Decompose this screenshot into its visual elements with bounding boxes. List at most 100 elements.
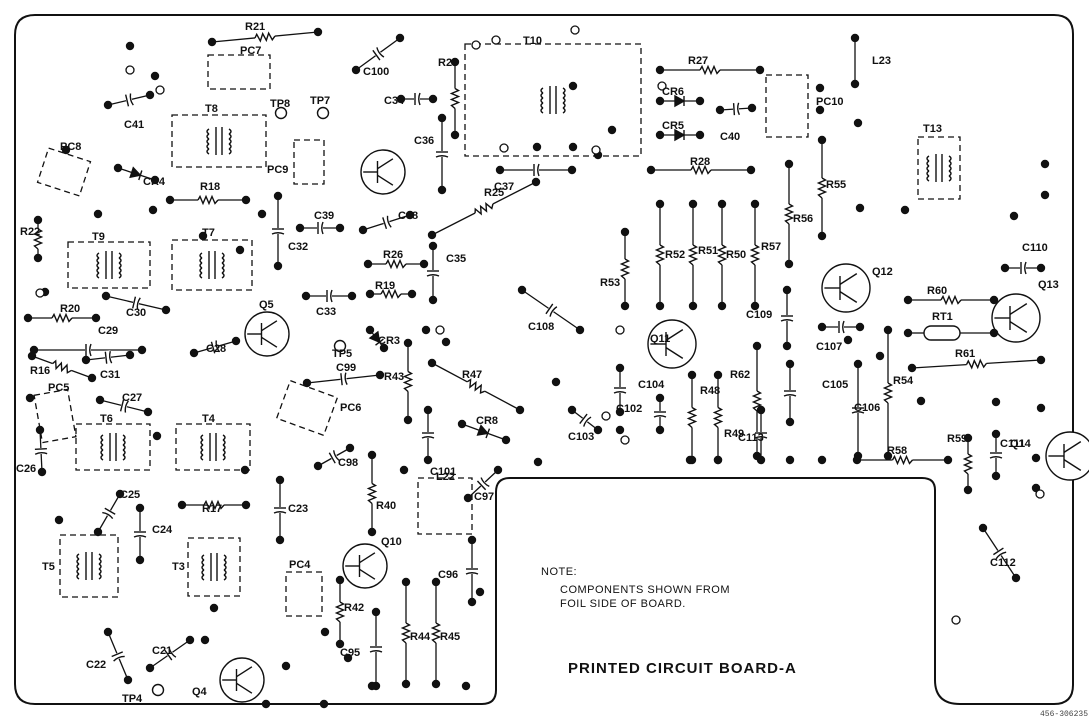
solder-pad bbox=[427, 358, 437, 368]
coil bbox=[98, 568, 102, 575]
solder-pad bbox=[427, 230, 437, 240]
label-r47: R47 bbox=[462, 369, 482, 381]
coil bbox=[118, 267, 122, 274]
coil bbox=[926, 155, 930, 162]
resistor-symbol bbox=[473, 201, 495, 216]
capacitor-symbol bbox=[381, 214, 392, 231]
solder-pad bbox=[655, 130, 665, 140]
pads-layer bbox=[23, 25, 1050, 709]
capacitor-symbol bbox=[119, 398, 129, 414]
coil bbox=[98, 553, 102, 560]
label-c100: C100 bbox=[363, 66, 389, 78]
label-r57: R57 bbox=[761, 241, 781, 253]
pc10-outline bbox=[765, 74, 809, 138]
coil bbox=[100, 439, 104, 446]
resistor-symbol bbox=[400, 622, 412, 644]
solder-pad bbox=[399, 465, 409, 475]
solder-pad bbox=[475, 587, 485, 597]
solder-pad bbox=[367, 681, 377, 691]
mounting-hole bbox=[591, 145, 601, 155]
solder-pad bbox=[363, 259, 373, 269]
label-c97: C97 bbox=[474, 491, 494, 503]
label-c38: C38 bbox=[398, 210, 418, 222]
mounting-hole bbox=[491, 35, 501, 45]
mounting-hole bbox=[620, 435, 630, 445]
solder-pad bbox=[37, 467, 47, 477]
solder-pad bbox=[165, 195, 175, 205]
coil bbox=[562, 97, 566, 104]
label-c105: C105 bbox=[822, 379, 848, 391]
solder-pad bbox=[688, 301, 698, 311]
label-r27: R27 bbox=[688, 55, 708, 67]
components-layer bbox=[32, 31, 1089, 703]
coil bbox=[222, 449, 226, 456]
solder-pad bbox=[150, 175, 160, 185]
label-r22: R22 bbox=[20, 226, 40, 238]
transistor-symbol bbox=[991, 293, 1041, 343]
solder-pad bbox=[35, 425, 45, 435]
resistor-symbol bbox=[203, 499, 225, 511]
label-cr6: CR6 bbox=[662, 86, 684, 98]
coil bbox=[206, 128, 210, 135]
solder-pad bbox=[463, 493, 473, 503]
solder-pad bbox=[756, 405, 766, 415]
label-c36: C36 bbox=[414, 135, 434, 147]
transistor-symbol bbox=[219, 657, 265, 703]
transistor-symbol bbox=[342, 543, 388, 589]
coil bbox=[540, 87, 544, 94]
mounting-hole bbox=[657, 81, 667, 91]
diode-symbol bbox=[674, 94, 686, 108]
solder-pad bbox=[358, 225, 368, 235]
mounting-hole bbox=[601, 411, 611, 421]
capacitor-symbol bbox=[133, 531, 147, 538]
solder-pad bbox=[27, 351, 37, 361]
label-pc5: PC5 bbox=[48, 382, 69, 394]
label-c25: C25 bbox=[120, 489, 140, 501]
resistor-symbol bbox=[51, 359, 73, 374]
solder-pad bbox=[785, 455, 795, 465]
solder-pad bbox=[755, 65, 765, 75]
transformer-outline bbox=[917, 136, 961, 200]
diode-symbol bbox=[129, 166, 143, 181]
label-r61: R61 bbox=[955, 348, 975, 360]
coil bbox=[206, 143, 210, 150]
label-tp7: TP7 bbox=[310, 95, 330, 107]
solder-pad bbox=[817, 231, 827, 241]
label-r56: R56 bbox=[793, 213, 813, 225]
label-rt1: RT1 bbox=[932, 311, 953, 323]
solder-pad bbox=[25, 393, 35, 403]
mounting-hole bbox=[125, 65, 135, 75]
label-q14: Q14 bbox=[1010, 438, 1032, 450]
solder-pad bbox=[343, 653, 353, 663]
coil bbox=[228, 128, 232, 135]
solder-pad bbox=[903, 328, 913, 338]
capacitor-symbol bbox=[371, 46, 385, 62]
label-r54: R54 bbox=[893, 375, 914, 387]
label-cr3: CR3 bbox=[378, 335, 400, 347]
solder-pad bbox=[963, 433, 973, 443]
solder-pad bbox=[687, 370, 697, 380]
coil bbox=[222, 444, 226, 451]
solder-pad bbox=[423, 455, 433, 465]
label-pc6: PC6 bbox=[340, 402, 361, 414]
label-cr8: CR8 bbox=[476, 415, 498, 427]
solder-pad bbox=[396, 94, 406, 104]
solder-pad bbox=[401, 577, 411, 587]
coil bbox=[100, 444, 104, 451]
label-c28: C28 bbox=[206, 343, 226, 355]
solder-pad bbox=[646, 165, 656, 175]
label-c24: C24 bbox=[152, 524, 173, 536]
label-q5: Q5 bbox=[259, 299, 274, 311]
note-line-1: COMPONENTS SHOWN FROM bbox=[560, 584, 730, 596]
solder-pad bbox=[531, 177, 541, 187]
pc5-outline bbox=[33, 388, 77, 444]
solder-pad bbox=[431, 577, 441, 587]
solder-pad bbox=[746, 165, 756, 175]
solder-pad bbox=[900, 205, 910, 215]
solder-pad bbox=[695, 96, 705, 106]
capacitor-symbol bbox=[85, 343, 92, 357]
solder-pad bbox=[123, 675, 133, 685]
coil bbox=[540, 107, 544, 114]
resistor-symbol bbox=[712, 406, 724, 429]
capacitor-symbol bbox=[163, 646, 177, 662]
